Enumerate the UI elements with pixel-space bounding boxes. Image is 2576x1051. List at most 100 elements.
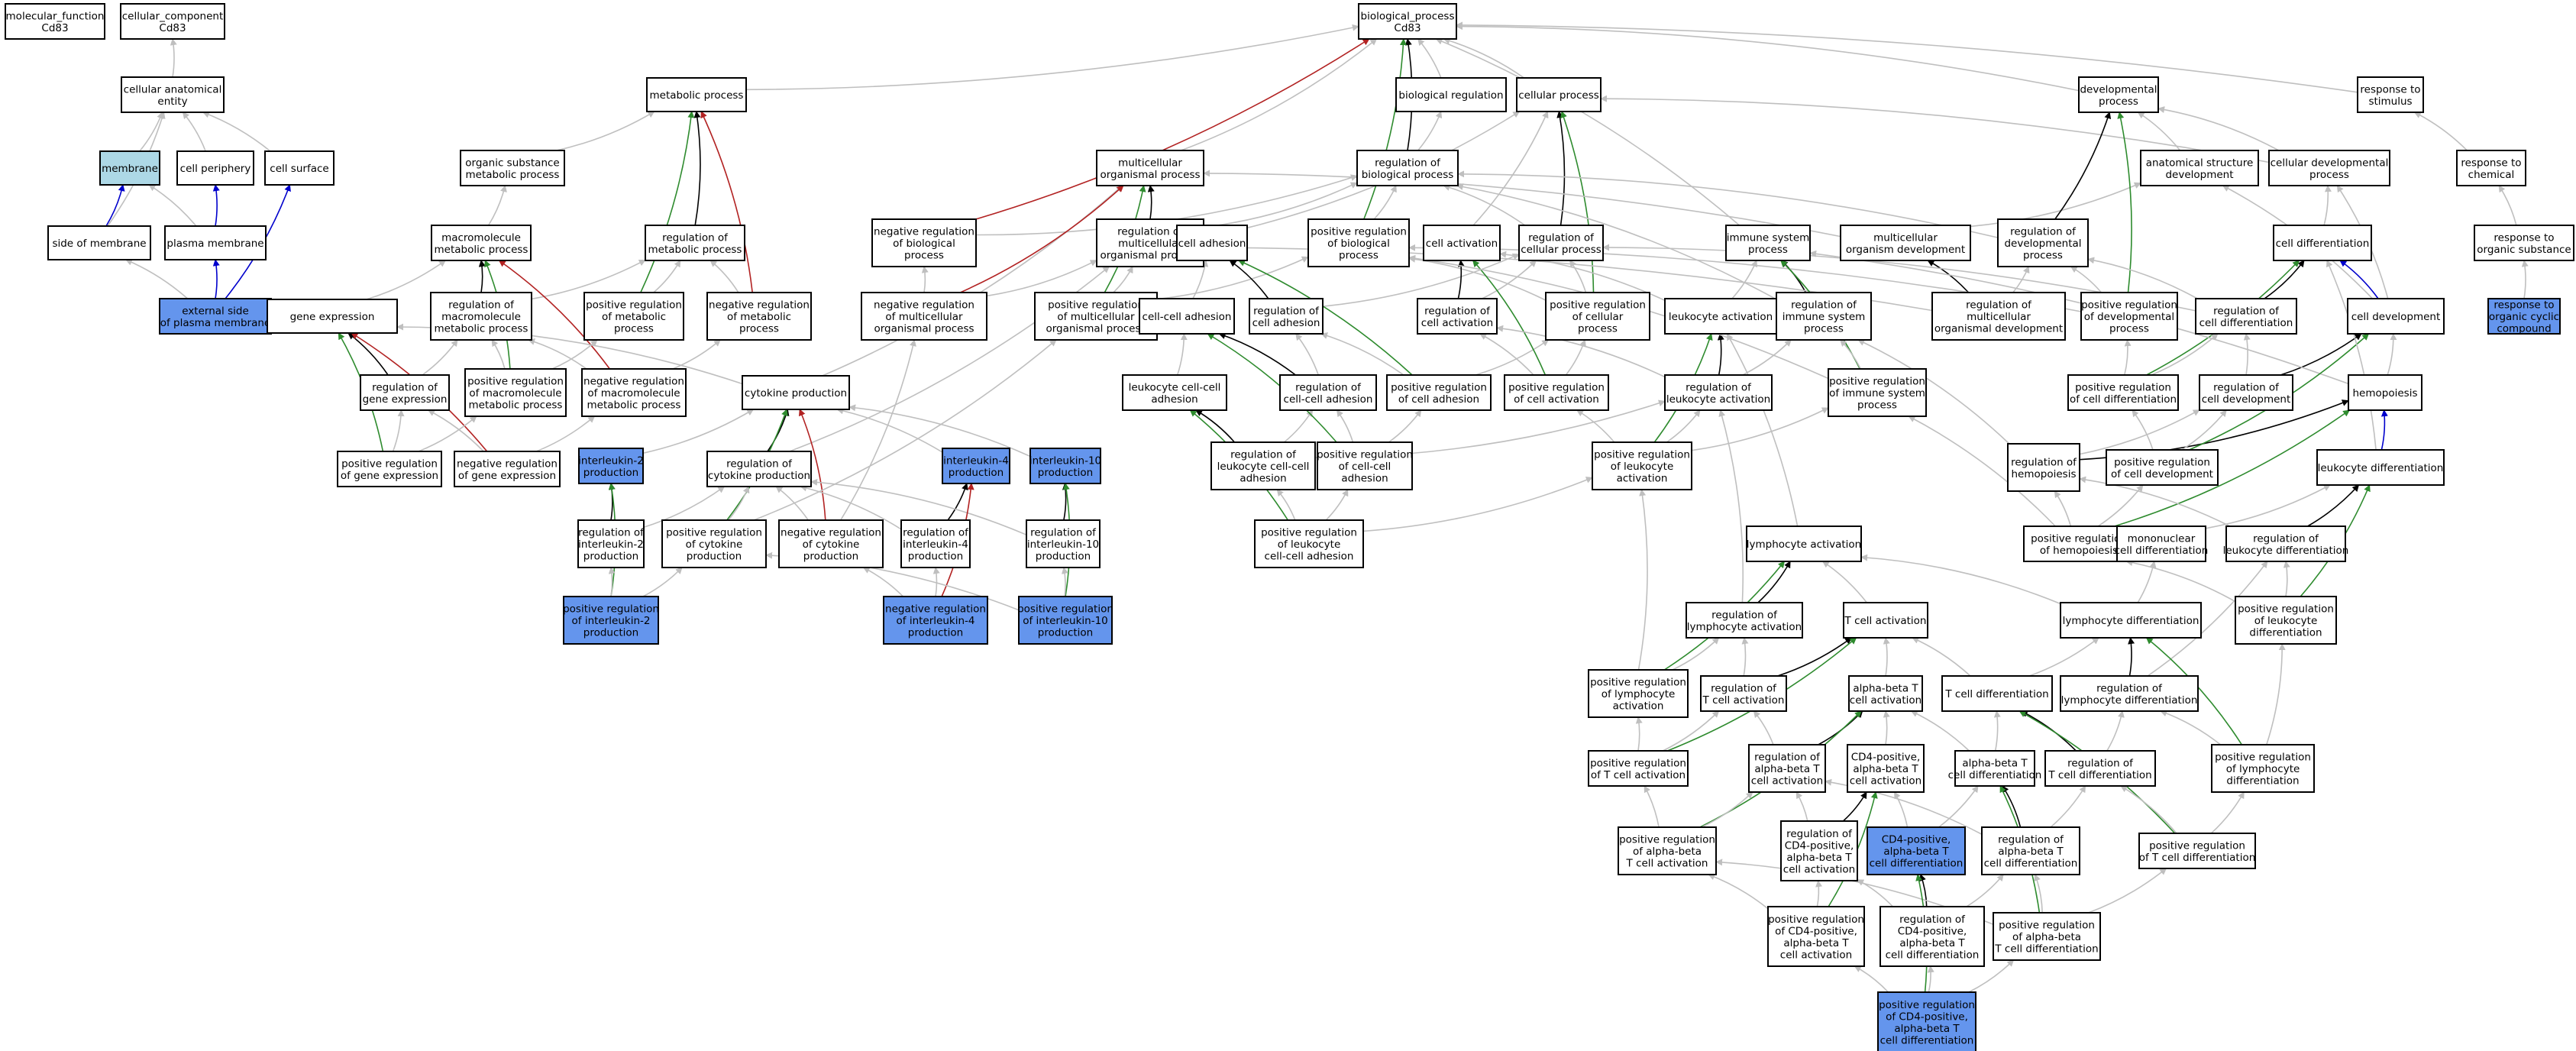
go-term-cellproc[interactable]: cellular process [1516,77,1602,112]
go-term-cellcelladh[interactable]: cell-cell adhesion [1139,298,1235,335]
go-term-tcellact[interactable]: T cell activation [1843,602,1928,639]
go-term-cellact[interactable]: cell activation [1423,225,1501,261]
go-term-lymphdiff[interactable]: lymphocyte differentiation [2060,602,2202,639]
go-term-membrane[interactable]: membrane [99,150,160,186]
go-term-celladh[interactable]: cell adhesion [1176,225,1248,261]
go-term-tcelldiff[interactable]: T cell differentiation [1941,675,2053,712]
go-term-regtcellact[interactable]: regulation ofT cell activation [1700,675,1787,712]
go-term-cellsurf[interactable]: cell surface [264,150,335,186]
go-term-celldiff[interactable]: cell differentiation [2273,225,2372,261]
go-term-sideofmem[interactable]: side of membrane [47,225,151,260]
go-term-leukact[interactable]: leukocyte activation [1664,298,1777,335]
go-term-celldev[interactable]: cell development [2347,298,2445,335]
go-term-bioreg[interactable]: biological regulation [1395,77,1507,112]
go-term-regtdiff[interactable]: regulation ofT cell differentiation [2044,750,2156,787]
go-term-geneexp[interactable]: gene expression [267,299,398,334]
go-term-lymphact[interactable]: lymphocyte activation [1746,526,1862,562]
go-term-cytoprod[interactable]: cytokine production [742,375,850,410]
go-term-metab[interactable]: metabolic process [646,77,747,112]
go-term-hemopoiesis[interactable]: hemopoiesis [2348,374,2422,411]
go-term-plasmamem[interactable]: plasma membrane [164,225,267,260]
go-term-cellperiph[interactable]: cell periphery [176,150,254,186]
